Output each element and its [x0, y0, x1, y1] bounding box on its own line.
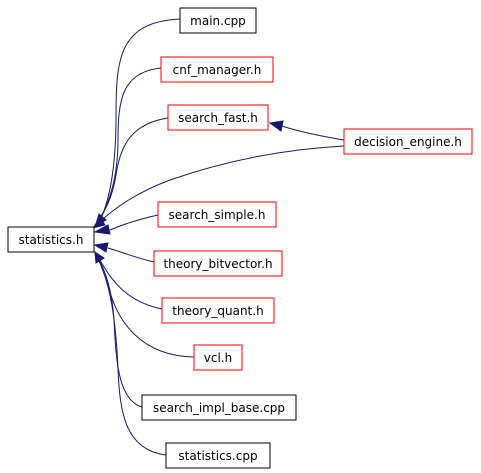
node-box — [7, 226, 95, 253]
node-label: main.cpp — [190, 14, 246, 28]
edge-decision-engine — [99, 145, 345, 223]
node-label: search_impl_base.cpp — [153, 401, 285, 415]
edge-statistics-cpp — [95, 254, 167, 456]
node-box — [167, 104, 269, 131]
node-label: search_simple.h — [169, 208, 266, 222]
node-label: theory_bitvector.h — [163, 257, 272, 271]
node-label: statistics.h — [19, 233, 84, 247]
node-box — [141, 394, 297, 421]
node-theory-bitvector-h[interactable]: theory_bitvector.h — [153, 250, 283, 277]
edge-theory-bitvector — [107, 247, 155, 263]
node-box — [157, 201, 277, 228]
arrowhead-icon — [268, 120, 284, 132]
node-statistics-cpp[interactable]: statistics.cpp — [165, 442, 271, 469]
edges-layer — [91, 18, 345, 456]
node-box — [165, 442, 271, 469]
nodes-layer: statistics.h main.cpp cnf_manager.h sear… — [7, 7, 473, 469]
edge-search-simple — [109, 214, 159, 231]
edge-cnf-manager — [99, 67, 162, 221]
node-label: theory_quant.h — [172, 304, 263, 318]
node-box — [160, 56, 274, 83]
node-search-impl-base-cpp[interactable]: search_impl_base.cpp — [141, 394, 297, 421]
node-box — [161, 297, 275, 324]
node-cnf-manager-h[interactable]: cnf_manager.h — [160, 56, 274, 83]
node-label: search_fast.h — [178, 111, 258, 125]
node-label: decision_engine.h — [354, 135, 462, 149]
node-vcl-h[interactable]: vcl.h — [193, 344, 243, 371]
edge-search-fast — [95, 117, 169, 225]
node-decision-engine-h[interactable]: decision_engine.h — [343, 128, 473, 155]
node-box — [153, 250, 283, 277]
arrowhead-icon — [94, 251, 105, 264]
node-label: statistics.cpp — [178, 449, 257, 463]
node-main-cpp[interactable]: main.cpp — [179, 7, 257, 34]
edge-theory-quant — [99, 259, 163, 310]
node-label: cnf_manager.h — [173, 63, 262, 77]
node-theory-quant-h[interactable]: theory_quant.h — [161, 297, 275, 324]
edge-decision-engine-to-search-fast — [281, 125, 345, 141]
node-box — [179, 7, 257, 34]
node-search-fast-h[interactable]: search_fast.h — [167, 104, 269, 131]
node-label: vcl.h — [204, 351, 232, 365]
arrowhead-icon — [91, 217, 106, 229]
node-box — [193, 344, 243, 371]
node-statistics-h[interactable]: statistics.h — [7, 226, 95, 253]
edge-main-cpp — [99, 18, 181, 221]
node-box — [343, 128, 473, 155]
node-search-simple-h[interactable]: search_simple.h — [157, 201, 277, 228]
arrowhead-icon — [93, 242, 109, 253]
arrowhead-icon — [93, 224, 111, 235]
